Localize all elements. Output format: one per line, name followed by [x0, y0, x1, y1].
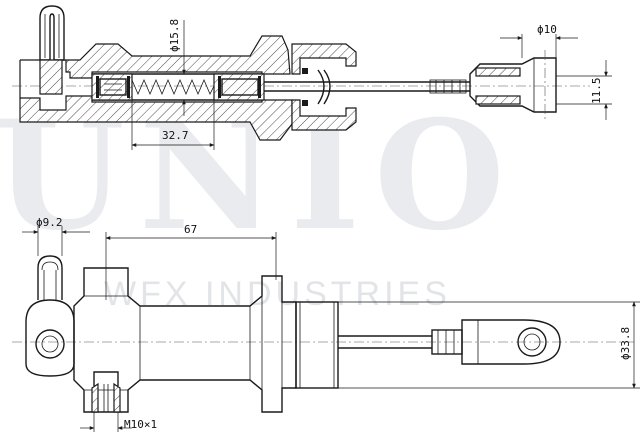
bottom-exterior-view: ϕ9.2 67 ϕ33.8 M10×1: [12, 216, 640, 432]
bore-diameter-label: ϕ15.8: [168, 19, 181, 52]
overall-length-label: 67: [184, 223, 197, 236]
inlet-nipple: [37, 255, 63, 300]
dim-clevis-width: 11.5: [556, 60, 612, 120]
dim-piston-length: 32.7: [131, 100, 215, 150]
dim-pin-diameter: ϕ10: [500, 23, 578, 58]
secondary-piston: [213, 73, 265, 101]
push-rod: [264, 79, 470, 94]
watermark-company: WFX INDUSTRIES: [104, 275, 451, 313]
pin-diameter-label: ϕ10: [537, 23, 557, 36]
body-diameter-label: ϕ33.8: [619, 327, 632, 360]
outlet-thread-label: M10×1: [124, 418, 157, 431]
body-upper-wall: [20, 35, 291, 95]
dim-inlet-diameter: ϕ9.2: [22, 216, 90, 256]
piston-length-label: 32.7: [162, 129, 189, 142]
dim-outlet-thread: M10×1: [80, 412, 157, 432]
return-spring: [131, 78, 215, 96]
body-lower-wall: [19, 60, 293, 141]
top-section-view: ϕ15.8 32.7 ϕ10 11.5: [12, 5, 612, 150]
clevis: [469, 50, 557, 120]
bottom-push-rod: [338, 329, 463, 355]
mounting-flange: [295, 301, 339, 389]
inlet-port-boss: [25, 299, 75, 377]
inlet-tube: [39, 5, 65, 61]
primary-piston: [91, 73, 133, 101]
dim-body-diameter: ϕ33.8: [338, 301, 640, 389]
clevis-eye: [461, 319, 561, 365]
outlet-fitting: [91, 371, 121, 413]
clevis-width-label: 11.5: [590, 78, 603, 105]
inlet-diameter-label: ϕ9.2: [36, 216, 63, 229]
dust-boot: [291, 43, 357, 131]
dim-bore-diameter: ϕ15.8: [168, 19, 186, 116]
dim-overall-length: 67: [105, 223, 277, 300]
